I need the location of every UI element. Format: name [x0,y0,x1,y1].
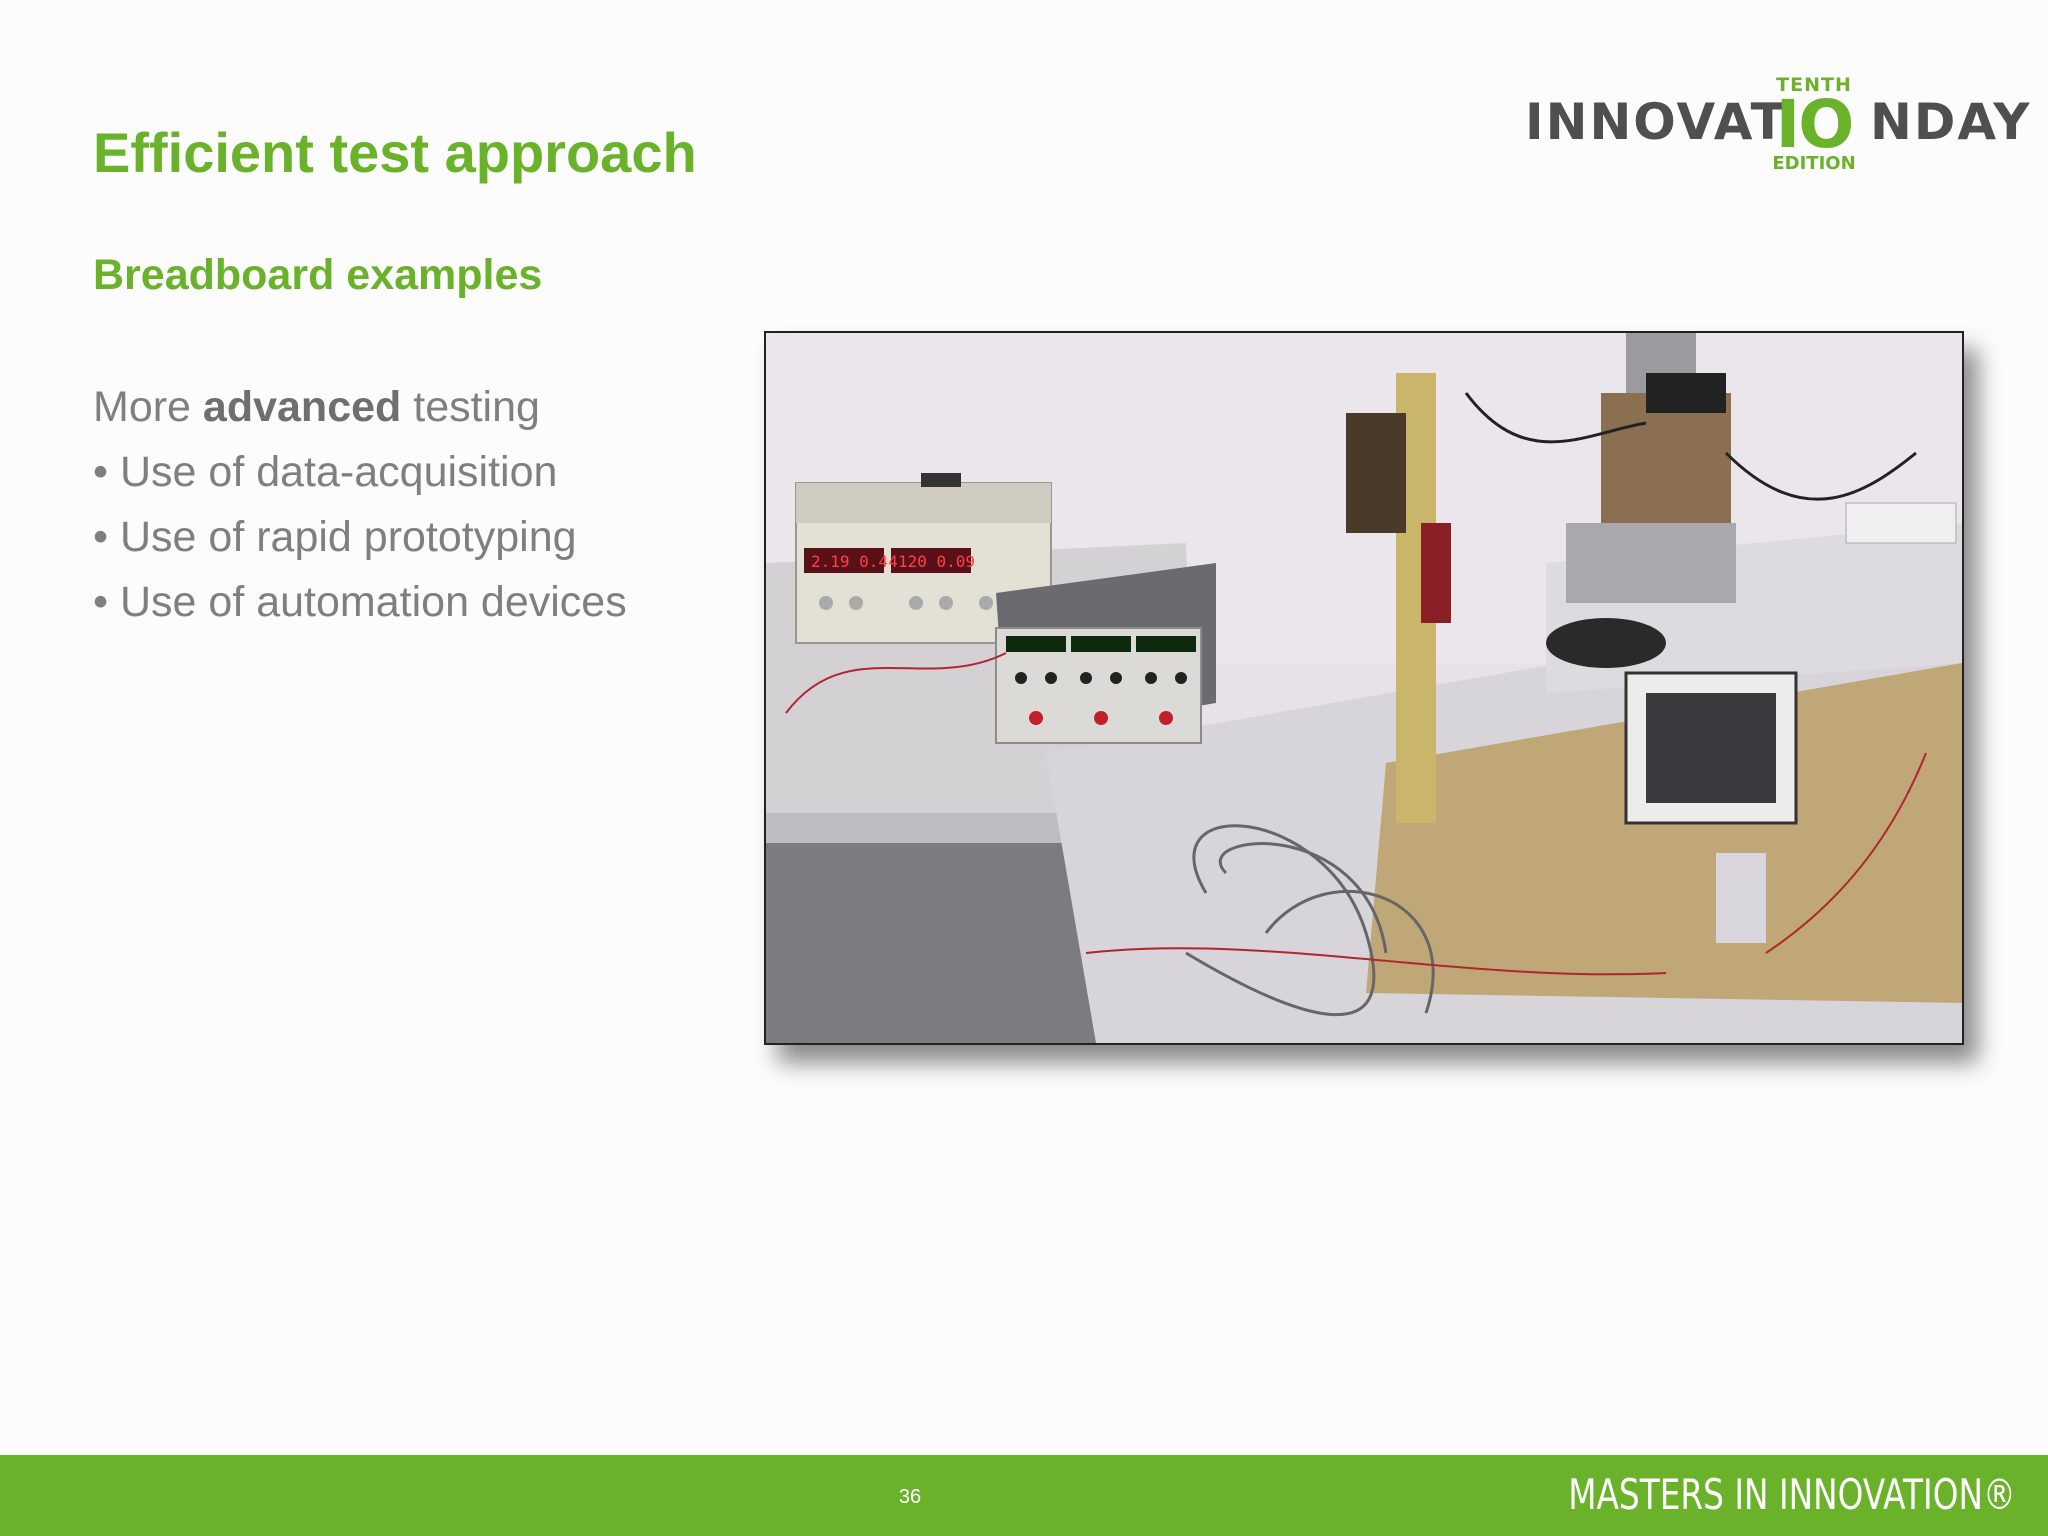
slide-subtitle: Breadboard examples [93,251,543,299]
logo-tenth: TENTH [1776,74,1852,96]
power-supply-1: 2.19 0.44 120 0.09 [795,473,1052,644]
breadboard-photo-illustration: 2.19 0.44 120 0.09 [766,333,1962,1043]
page-number: 36 [898,1486,922,1508]
intro-suffix: testing [401,383,540,431]
logo-word-left: INNOVAT [1525,93,1787,151]
svg-text:2.19 0.44: 2.19 0.44 [811,552,898,571]
slide-title: Efficient test approach [93,121,697,184]
intro-prefix: More [93,383,203,431]
intro-line: More advanced testing [93,375,753,440]
logo-ten-mark: TENTH IO EDITION [1764,74,1864,174]
bullet-item: • Use of automation devices [93,578,627,626]
bullet-item: • Use of rapid prototyping [93,513,577,561]
bullet-item: • Use of data-acquisition [93,448,558,496]
innovation-day-logo: INNOVAT TENTH IO EDITION NDAY [1520,72,2029,182]
logo-io: IO [1775,86,1855,163]
logo-edition: EDITION [1772,153,1856,174]
intro-bold: advanced [202,383,402,431]
logo-word-right: NDAY [1870,93,2032,151]
bullet-list: More advanced testing • Use of data-acqu… [93,375,753,635]
footer-bar [0,1455,2048,1536]
footer-tagline: MASTERS IN INNOVATION® [1568,1470,2016,1519]
svg-text:120 0.09: 120 0.09 [898,552,975,571]
breadboard-photo: 2.19 0.44 120 0.09 [764,331,1964,1045]
power-supply-2 [995,563,1216,744]
